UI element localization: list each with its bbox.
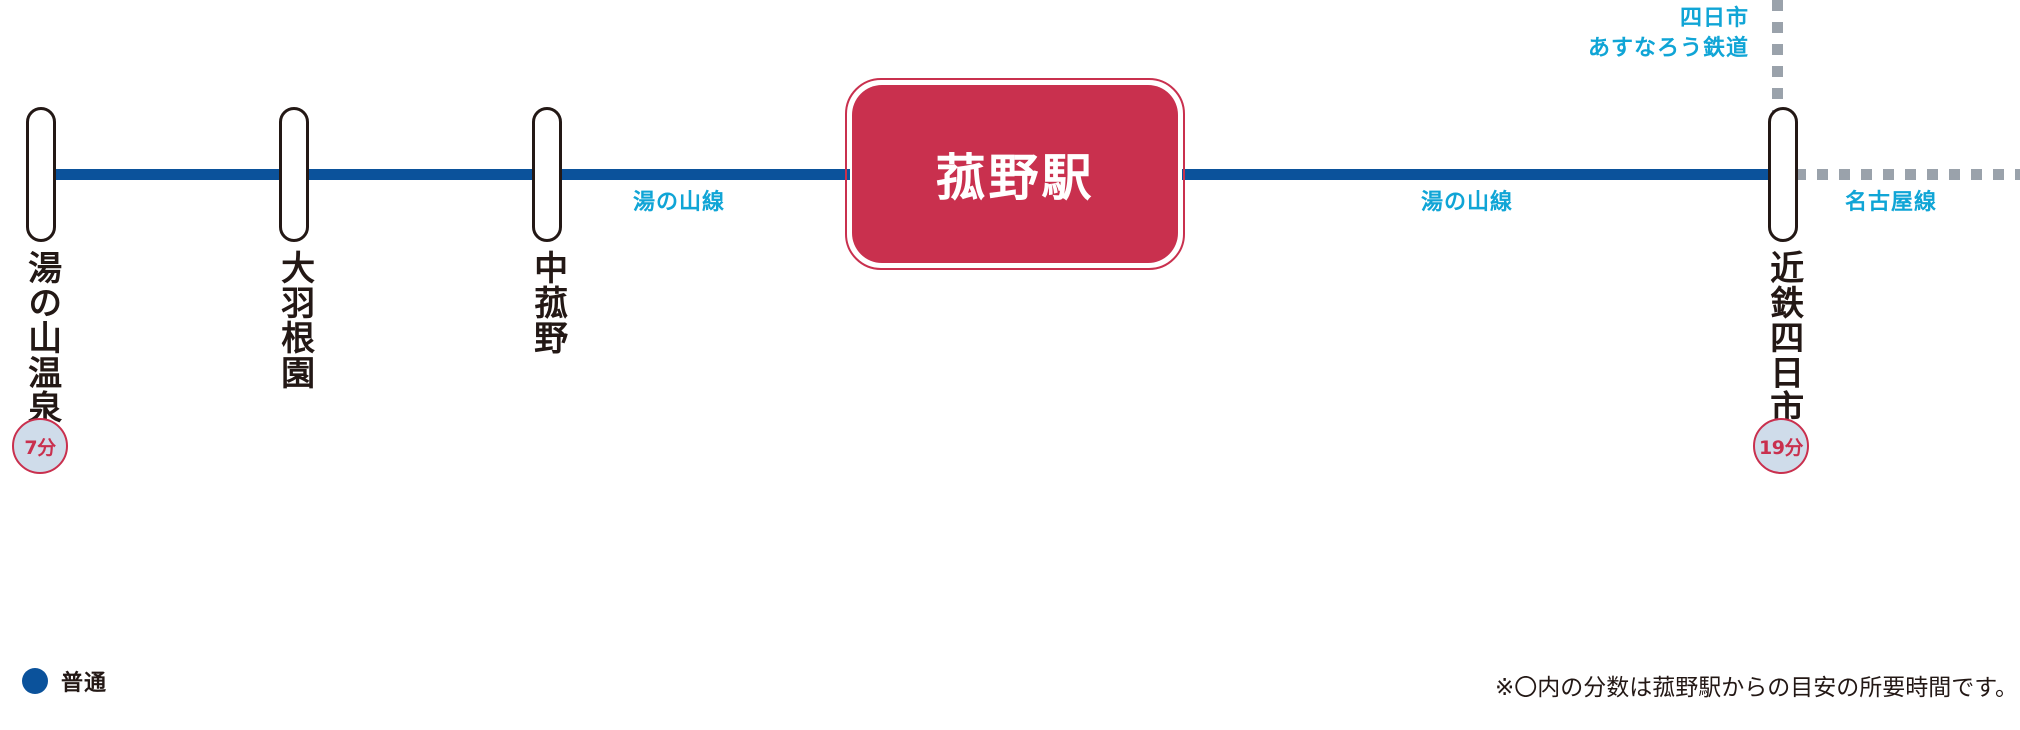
station-label-ohanezono: 大羽根園 [274, 250, 315, 390]
legend-label-local: 普通 [61, 671, 108, 696]
main-station-label: 菰野駅 [935, 149, 1095, 207]
line-label-asunarou-line2: あすなろう鉄道 [1587, 35, 1749, 61]
station-label-yunoyamaonsen: 湯の山温泉 [21, 250, 62, 425]
legend-dot-local-icon [22, 668, 48, 694]
line-label-asunarou-line1: 四日市 [1679, 6, 1749, 31]
station-label-nakakomono: 中菰野 [527, 250, 568, 355]
legend: 普通 [22, 665, 107, 697]
footnote-text: ※〇内の分数は菰野駅からの目安の所要時間です。 [1495, 675, 2018, 701]
main-station-komonoeki[interactable]: 菰野駅 [845, 78, 1185, 270]
station-marker-ohanezono[interactable] [279, 107, 309, 242]
station-marker-nakakomono[interactable] [532, 107, 562, 242]
time-badge-kintetsuyokkaichi: 19分 [1753, 418, 1809, 474]
time-badge-yunoyamaonsen: 7分 [12, 418, 68, 474]
nagoya-dotted-line [1795, 169, 2020, 180]
line-label-yunoyama-left: 湯の山線 [633, 190, 726, 215]
main-station-outer-border [845, 78, 1185, 270]
asunarou-dotted-line [1772, 0, 1783, 112]
rail-line-left-segment [40, 169, 850, 180]
rail-line-right-segment [1182, 169, 1782, 180]
station-marker-kintetsuyokkaichi[interactable] [1768, 107, 1798, 242]
line-label-yunoyama-right: 湯の山線 [1421, 190, 1514, 215]
station-label-kintetsuyokkaichi: 近鉄四日市 [1763, 250, 1804, 425]
line-label-nagoya: 名古屋線 [1845, 190, 1938, 215]
station-marker-yunoyamaonsen[interactable] [26, 107, 56, 242]
main-station-fill: 菰野駅 [852, 85, 1178, 263]
line-label-asunarou: 四日市 あすなろう鉄道 [1569, 4, 1749, 63]
